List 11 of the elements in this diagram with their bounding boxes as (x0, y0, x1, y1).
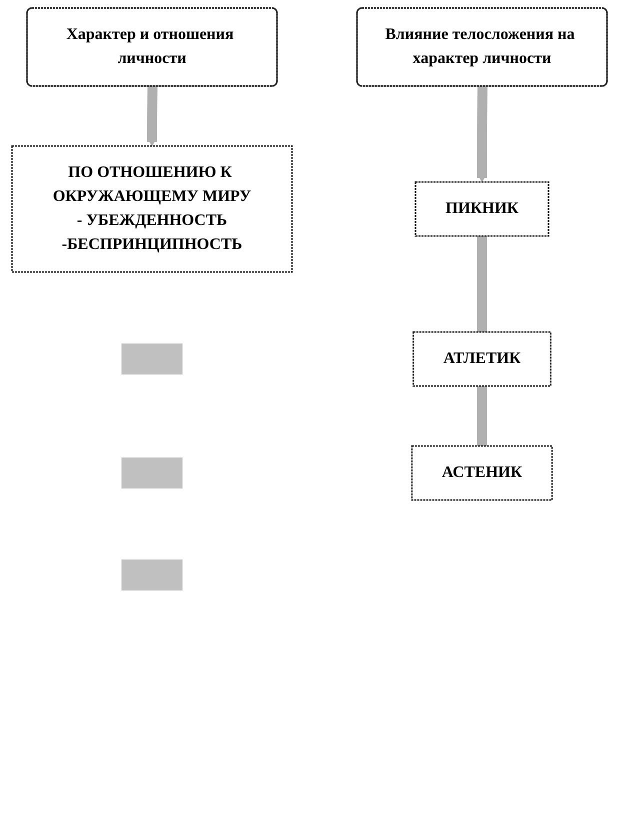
node-bar (121, 344, 182, 374)
node-bar (121, 458, 182, 488)
arrow (476, 86, 487, 182)
node-bar (121, 560, 182, 590)
connector (476, 236, 486, 332)
connector (476, 386, 486, 446)
node-box: ПО ОТНОШЕНИЮ К ОКРУЖАЮЩЕМУ МИРУ - УБЕЖДЕННОСТЬ -БЕСПРИНЦИПНОСТЬ (10, 145, 292, 273)
arrow (146, 86, 157, 146)
node-box: ПИКНИК (414, 181, 549, 237)
node-box: АТЛЕТИК (412, 331, 551, 387)
node-box: АСТЕНИК (410, 445, 552, 501)
